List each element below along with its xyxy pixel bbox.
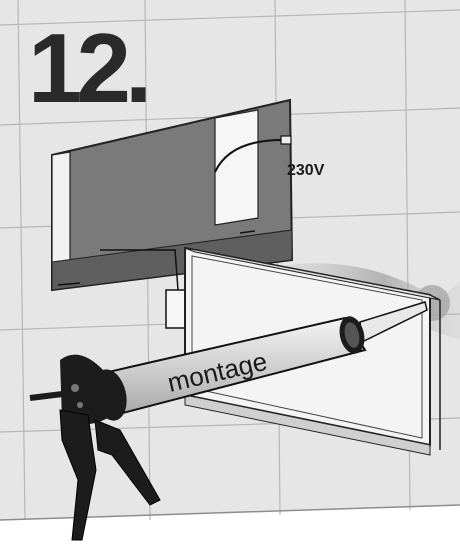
voltage-label: 230V [287, 162, 325, 179]
caulking-gun-icon [29, 301, 428, 541]
power-cable-icon [100, 135, 292, 291]
wall-cavity [51, 98, 294, 292]
step-number: 12. [28, 13, 146, 123]
